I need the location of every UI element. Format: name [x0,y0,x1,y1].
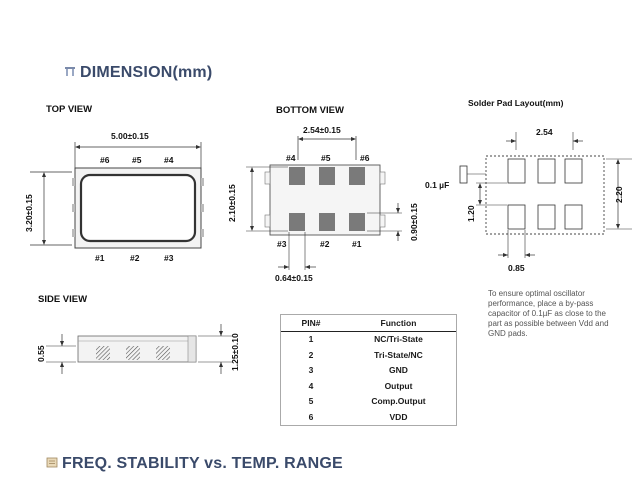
table-row: 2 Tri-State/NC [281,347,456,363]
bottom-pin-6: #6 [360,153,370,163]
top-pin-2: #2 [130,253,140,263]
bottom-pad-5 [319,167,335,185]
pin-number: 3 [308,365,314,376]
solder-pad-outline [485,155,605,235]
bypass-capacitor [459,165,468,184]
pin-function: Tri-State/NC [374,349,423,360]
building-icon [64,64,76,82]
pin-function: VDD [389,411,408,422]
dimension-title: DIMENSION(mm) [80,64,213,82]
pin-number: 1 [308,334,314,345]
side-pad-1 [96,346,110,360]
table-row: 4 Output [281,378,456,394]
pin-function-table: PIN# Function 1 NC/Tri-State 2 Tri-State… [280,314,457,426]
dimension-header: DIMENSION(mm) [64,64,212,82]
bottom-pad-4 [289,167,305,185]
top-view-width-dim: 5.00±0.15 [111,131,149,141]
top-pin-4: #4 [164,155,174,165]
table-row: 6 VDD [281,409,456,425]
capacitor-label: 0.1 µF [425,180,450,190]
side-pad-2 [126,346,140,360]
solder-pad-4 [507,158,526,184]
bottom-pin-1: #1 [352,239,362,249]
solder-pad-5 [537,158,556,184]
side-view-left-dim: 0.55 [36,345,46,362]
bottom-pin-5: #5 [321,153,331,163]
pin-function: Comp.Output [371,396,426,407]
bottom-pin-3: #3 [277,239,287,249]
freq-stability-header: FREQ. STABILITY vs. TEMP. RANGE [46,455,343,473]
side-pad-3 [156,346,170,360]
solder-pad-title: Solder Pad Layout(mm) [468,98,564,108]
bottom-pad-2 [319,213,335,231]
table-row: 1 NC/Tri-State [281,331,456,347]
solder-pad-2 [537,204,556,230]
pin-function: GND [389,365,408,376]
top-pin-3: #3 [164,253,174,263]
pin-number: 5 [308,396,314,407]
pin-number: 2 [308,349,314,360]
solder-pad-6 [564,158,583,184]
solder-pad-pitch-dim: 2.54 [536,127,553,137]
top-view-lid [79,173,197,243]
bottom-pad-1 [349,213,365,231]
pin-table-header: PIN# Function [281,315,456,332]
solder-pad-3 [507,204,526,230]
document-icon [46,455,58,473]
solder-pad-width-dim: 0.85 [508,263,525,273]
bottom-view-pad-width-dim: 0.64±0.15 [275,273,313,283]
freq-stability-title: FREQ. STABILITY vs. TEMP. RANGE [62,455,343,473]
solder-pad-1 [564,204,583,230]
pin-number: 4 [308,380,314,391]
table-row: 3 GND [281,363,456,379]
bottom-pin-2: #2 [320,239,330,249]
bottom-pin-4: #4 [286,153,296,163]
top-pin-1: #1 [95,253,105,263]
top-pin-5: #5 [132,155,142,165]
side-view-title: SIDE VIEW [38,294,88,305]
top-view-title: TOP VIEW [46,104,93,115]
top-pin-6: #6 [100,155,110,165]
bottom-pad-6 [349,167,365,185]
side-view-right-dim: 1.25±0.10 [230,333,240,371]
bypass-note: To ensure optimal oscillator performance… [488,289,609,338]
table-row: 5 Comp.Output [281,394,456,410]
pin-function: NC/Tri-State [374,334,423,345]
bottom-pad-3 [289,213,305,231]
pin-number: 6 [308,411,314,422]
pin-function: Output [384,380,413,391]
function-header: Function [341,315,456,332]
pin-header: PIN# [281,315,341,332]
bottom-view-title: BOTTOM VIEW [276,105,344,116]
bottom-view-pitch-dim: 2.54±0.15 [303,125,341,135]
